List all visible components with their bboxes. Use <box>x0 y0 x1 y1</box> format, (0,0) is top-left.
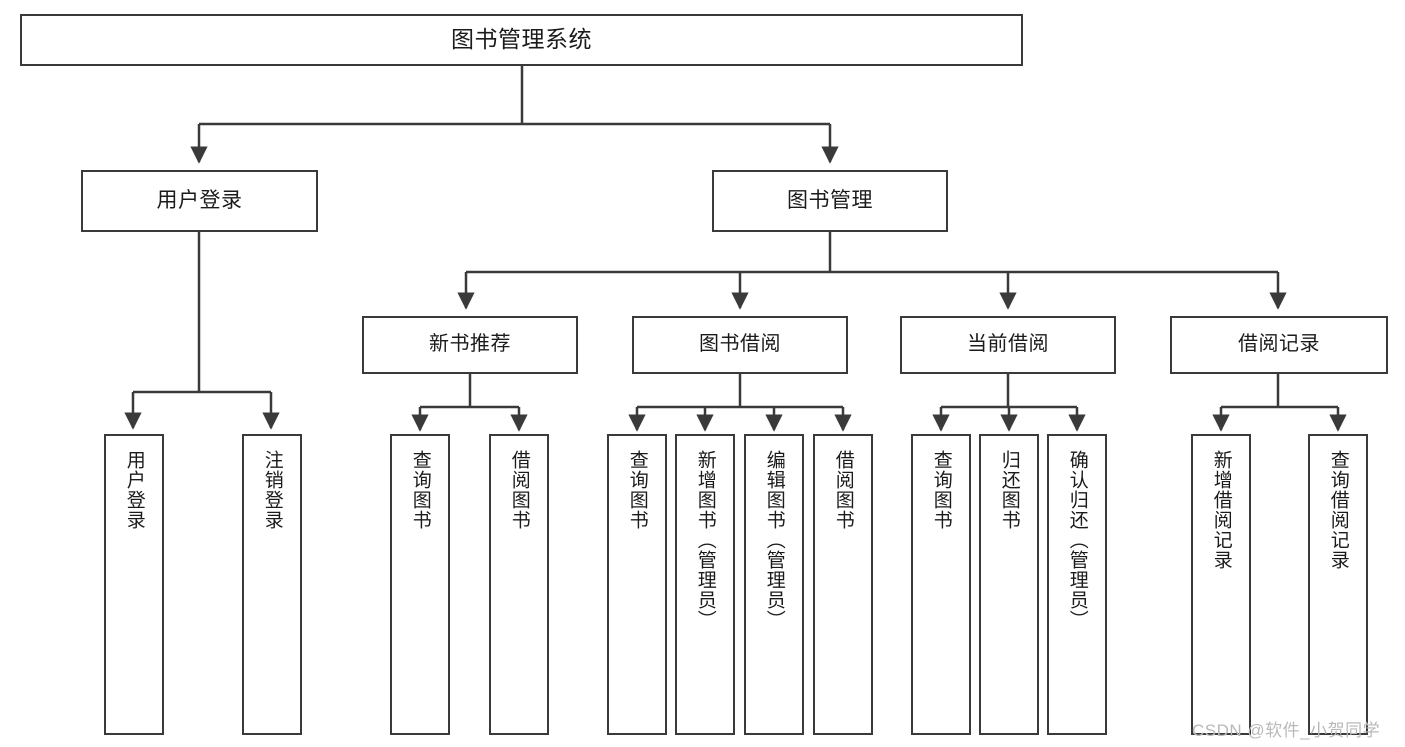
node-new-book-recommend[interactable]: 新书推荐 <box>362 316 578 374</box>
node-current-borrow-label: 当前借阅 <box>967 333 1049 356</box>
leaf-record-query-record-label: 查询借阅记录 <box>1327 450 1349 570</box>
node-root[interactable]: 图书管理系统 <box>20 14 1023 66</box>
node-user-login[interactable]: 用户登录 <box>81 170 318 232</box>
leaf-borrow-query-book-label: 查询图书 <box>626 450 648 530</box>
leaf-borrow-add-book[interactable]: 新增图书（管理员） <box>675 434 735 735</box>
leaf-user-login-signout[interactable]: 注销登录 <box>242 434 302 735</box>
node-book-management-label: 图书管理 <box>787 188 873 212</box>
node-book-borrow-label: 图书借阅 <box>699 333 781 356</box>
leaf-record-add-record-label: 新增借阅记录 <box>1210 450 1232 570</box>
node-borrow-record-label: 借阅记录 <box>1238 333 1320 356</box>
leaf-recommend-query-book-label: 查询图书 <box>409 450 431 530</box>
leaf-borrow-borrow-book[interactable]: 借阅图书 <box>813 434 873 735</box>
csdn-watermark: CSDN @软件_小贺同学 <box>1192 721 1381 740</box>
leaf-borrow-add-book-label: 新增图书（管理员） <box>694 450 716 630</box>
leaf-recommend-borrow-book[interactable]: 借阅图书 <box>489 434 549 735</box>
node-book-borrow[interactable]: 图书借阅 <box>632 316 848 374</box>
leaf-recommend-query-book[interactable]: 查询图书 <box>390 434 450 735</box>
node-user-login-label: 用户登录 <box>156 188 243 212</box>
node-current-borrow[interactable]: 当前借阅 <box>900 316 1116 374</box>
leaf-user-login-signin-label: 用户登录 <box>123 450 145 530</box>
node-new-book-recommend-label: 新书推荐 <box>429 333 511 356</box>
leaf-recommend-borrow-book-label: 借阅图书 <box>508 450 530 530</box>
leaf-current-return-book[interactable]: 归还图书 <box>979 434 1039 735</box>
leaf-current-return-book-label: 归还图书 <box>998 450 1020 530</box>
node-root-label: 图书管理系统 <box>451 26 592 53</box>
leaf-current-query-book[interactable]: 查询图书 <box>911 434 971 735</box>
node-book-management[interactable]: 图书管理 <box>712 170 948 232</box>
leaf-record-add-record[interactable]: 新增借阅记录 <box>1191 434 1251 735</box>
leaf-borrow-query-book[interactable]: 查询图书 <box>607 434 667 735</box>
leaf-borrow-borrow-book-label: 借阅图书 <box>832 450 854 530</box>
leaf-current-confirm-return[interactable]: 确认归还（管理员） <box>1047 434 1107 735</box>
leaf-borrow-edit-book[interactable]: 编辑图书（管理员） <box>744 434 804 735</box>
leaf-current-confirm-return-label: 确认归还（管理员） <box>1066 450 1088 630</box>
leaf-user-login-signout-label: 注销登录 <box>261 450 283 530</box>
leaf-borrow-edit-book-label: 编辑图书（管理员） <box>763 450 785 630</box>
leaf-current-query-book-label: 查询图书 <box>930 450 952 530</box>
leaf-user-login-signin[interactable]: 用户登录 <box>104 434 164 735</box>
node-borrow-record[interactable]: 借阅记录 <box>1170 316 1388 374</box>
leaf-record-query-record[interactable]: 查询借阅记录 <box>1308 434 1368 735</box>
